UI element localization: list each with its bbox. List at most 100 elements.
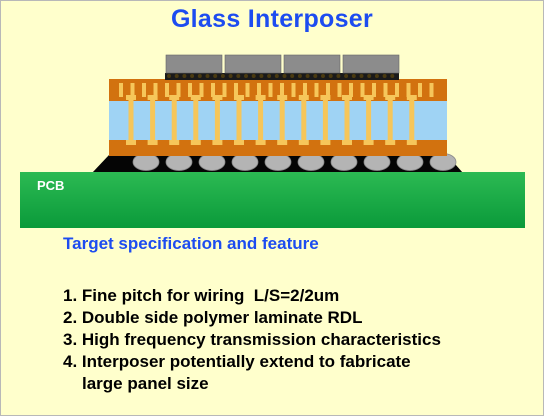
via-pad-top [363, 95, 374, 100]
via [387, 95, 393, 145]
micro-bump [205, 74, 210, 78]
solder-ball [330, 153, 358, 171]
micro-bump [321, 74, 325, 78]
via-pad-bottom [147, 140, 158, 145]
rdl-trace [349, 83, 353, 97]
micro-bump [259, 74, 264, 78]
via [301, 95, 307, 145]
micro-bump-row [165, 73, 399, 80]
rdl-trace [406, 83, 411, 97]
rdl-trace [119, 83, 123, 97]
feature-item-1: 1. Fine pitch for wiring L/S=2/2um [63, 286, 340, 305]
via-pad-top [298, 95, 309, 100]
chip-row [165, 54, 400, 74]
chip [224, 54, 282, 74]
micro-bump [313, 74, 318, 78]
via-pad-bottom [190, 140, 201, 145]
micro-bump [190, 74, 195, 78]
micro-bump [282, 74, 287, 78]
solder-ball [231, 153, 259, 171]
micro-bumps [167, 74, 395, 78]
solder-ball [264, 153, 292, 171]
feature-item-4: 4. Interposer potentially extend to fabr… [63, 352, 411, 371]
via-pad-bottom [212, 140, 223, 145]
via-pad-bottom [320, 140, 331, 145]
rdl-trace [291, 83, 296, 97]
micro-bump [390, 74, 395, 78]
slide-title: Glass Interposer [170, 5, 374, 33]
via-pad-bottom [255, 140, 266, 145]
via-pad-top [169, 95, 180, 100]
micro-bump [328, 74, 333, 78]
micro-bump [297, 74, 302, 78]
solder-ball-row [132, 153, 457, 171]
feature-list: 1. Fine pitch for wiring L/S=2/2um 2. Do… [63, 285, 441, 395]
rdl-trace [337, 83, 342, 97]
micro-bump [174, 74, 179, 78]
via [279, 95, 285, 145]
rdl-trace [234, 83, 238, 97]
micro-bump [251, 74, 256, 78]
micro-bump [236, 74, 241, 78]
via [214, 95, 220, 145]
via-pad-bottom [342, 140, 352, 145]
via-pad-top [320, 95, 331, 100]
solder-ball [396, 153, 424, 171]
solder-ball [198, 153, 226, 171]
rdl-trace [257, 83, 261, 97]
via-pad-bottom [126, 140, 136, 145]
via [258, 95, 264, 145]
via [236, 95, 242, 145]
through-glass-vias [119, 83, 434, 145]
solder-ball [165, 153, 193, 171]
micro-bump [274, 74, 279, 78]
via-pad-top [126, 95, 136, 100]
solder-ball [297, 153, 325, 171]
micro-bump [267, 74, 272, 78]
chip [283, 54, 341, 74]
via-pad-top [406, 95, 417, 100]
micro-bump [244, 74, 248, 78]
solder-ball [363, 153, 391, 171]
via [128, 95, 134, 145]
micro-bump [351, 74, 356, 78]
rdl-trace [280, 83, 284, 97]
pcb-board [20, 172, 525, 228]
micro-bump [182, 74, 187, 78]
via [344, 95, 350, 145]
micro-bump [197, 74, 202, 78]
chip [165, 54, 223, 74]
rdl-trace [199, 83, 204, 97]
micro-bump [374, 74, 379, 78]
spec-heading: Target specification and feature [63, 234, 319, 253]
micro-bump [167, 74, 171, 78]
via-pad-bottom [234, 140, 244, 145]
rdl-trace [142, 83, 146, 97]
micro-bump [359, 74, 364, 78]
via [366, 95, 372, 145]
via [171, 95, 177, 145]
micro-bump [213, 74, 218, 78]
rdl-trace [153, 83, 158, 97]
glass-interposer-diagram [20, 54, 525, 228]
micro-bump [344, 74, 349, 78]
solder-ball [132, 153, 160, 171]
micro-bump [367, 74, 372, 78]
feature-item-4-continuation: large panel size [82, 374, 209, 393]
micro-bump [220, 74, 225, 78]
glass-core [109, 100, 447, 140]
rdl-trace [176, 83, 181, 97]
rdl-trace [222, 83, 227, 97]
rdl-trace [245, 83, 250, 97]
rdl-trace [188, 83, 192, 97]
rdl-trace [418, 83, 422, 97]
via-pad-top [342, 95, 352, 100]
micro-bump [228, 74, 233, 78]
chip [342, 54, 400, 74]
micro-bump [305, 74, 310, 78]
rdl-trace [165, 83, 169, 97]
pcb-label: PCB [37, 178, 65, 193]
rdl-trace [303, 83, 307, 97]
rdl-trace [383, 83, 388, 97]
